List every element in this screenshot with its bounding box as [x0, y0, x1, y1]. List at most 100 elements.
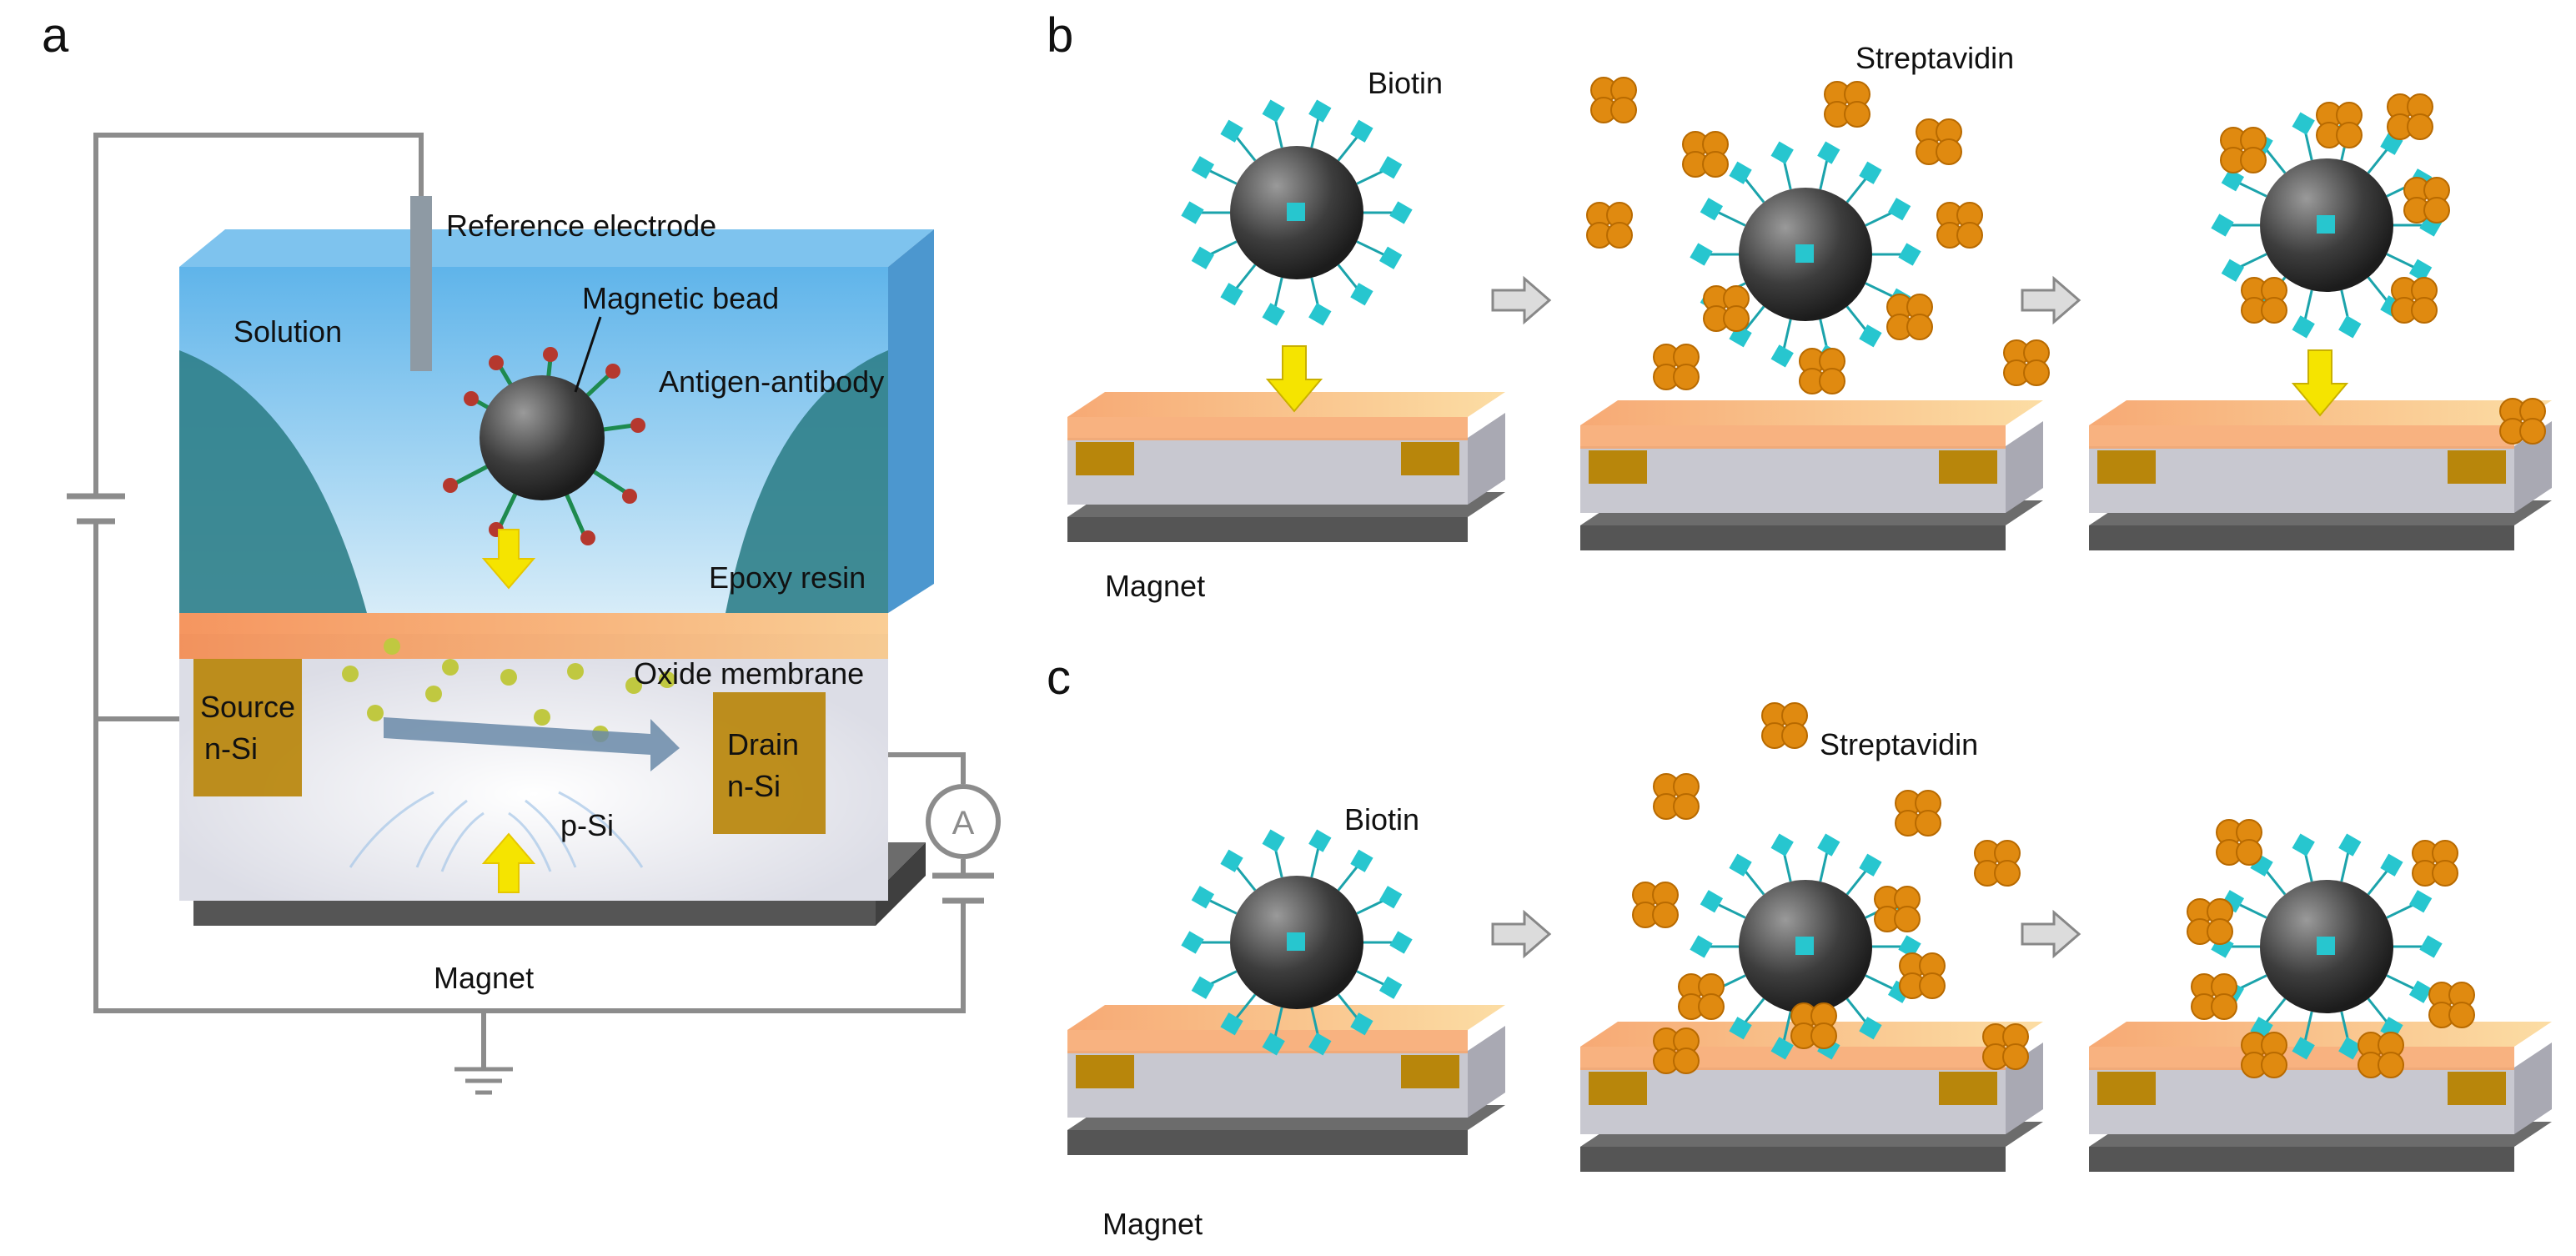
streptavidin-bound-c3: [2428, 982, 2475, 1028]
label-streptavidin-b: Streptavidin: [1855, 41, 2014, 75]
drain-electrode: [713, 692, 826, 834]
force-arrow-a-bottom: [481, 832, 536, 893]
chip-source-electrode: [1589, 450, 1647, 484]
biotin-cube: [1378, 976, 1403, 999]
biotin-cube: [1308, 303, 1332, 326]
biotin-cube: [1378, 156, 1403, 179]
battery-right-symbol: [932, 872, 994, 904]
panel-a: a A: [42, 8, 1001, 1095]
streptavidin-lobe: [1606, 222, 1633, 249]
biotin-cube: [1220, 283, 1243, 306]
biotin-cube: [1262, 829, 1285, 852]
chip-magnet-front: [1580, 525, 2006, 550]
biotin-cube: [1700, 890, 1724, 913]
biotin-cube: [2211, 214, 2234, 237]
biotin-cube: [2292, 315, 2315, 339]
biotin-cube: [1262, 1032, 1285, 1056]
chip-source-electrode: [1589, 1072, 1647, 1105]
biotin-cube: [1859, 161, 1882, 184]
streptavidin-lobe: [1936, 138, 1962, 165]
chip-magnet-front: [1580, 1147, 2006, 1172]
biotin-cube: [2419, 935, 2443, 958]
chip-silicon-side: [2006, 421, 2043, 513]
biotin-cube: [1308, 99, 1332, 123]
chip-silicon: [2089, 1068, 2514, 1134]
biotin-cube: [1191, 976, 1215, 999]
biotin-cube: [2380, 853, 2403, 877]
biotin-cube: [1817, 141, 1840, 164]
streptavidin-lobe: [1915, 810, 1941, 836]
streptavidin-free-b2: [1653, 344, 1700, 390]
chip-c1: [1067, 1005, 1505, 1155]
biotin-cube: [2221, 168, 2245, 192]
biotin-cube: [1181, 201, 1204, 224]
biotin-cube: [1770, 344, 1794, 368]
streptavidin-bound-c2: [1874, 886, 1921, 932]
force-arrow-b3: [2291, 349, 2349, 417]
chip-oxide-front: [2089, 425, 2514, 449]
chip-drain-electrode: [1939, 1072, 1997, 1105]
panel-c: c Biotin Streptavidin Magnet: [1047, 651, 1978, 1241]
streptavidin-lobe: [1781, 722, 1808, 749]
streptavidin-lobe: [2207, 918, 2233, 945]
label-drain: Drain: [727, 727, 799, 761]
chip-drain-electrode: [1401, 442, 1459, 475]
magnetic-bead-a: [443, 347, 645, 545]
streptavidin-lobe: [2236, 839, 2262, 866]
chip-oxide-front: [1067, 417, 1468, 440]
streptavidin-lobe: [1610, 97, 1637, 123]
label-reference-electrode: Reference electrode: [446, 208, 716, 243]
circuit-wires: [93, 133, 966, 1068]
streptavidin-lobe: [1652, 902, 1679, 928]
streptavidin-lobe: [1810, 1022, 1837, 1049]
streptavidin-lobe: [2002, 1043, 2029, 1070]
chip-silicon-side: [1468, 1026, 1505, 1118]
biotin-cube: [1287, 203, 1305, 221]
chip-source-electrode: [2097, 450, 2156, 484]
chip-silicon: [1580, 1068, 2006, 1134]
biotin-cube: [1287, 932, 1305, 951]
streptavidin-free-b2: [1916, 118, 1962, 165]
biotin-cube: [1191, 886, 1215, 909]
streptavidin-bound-c2: [1899, 952, 1946, 999]
streptavidin-bound-b3: [2499, 398, 2546, 445]
streptavidin-bound-c2: [1653, 1027, 1700, 1074]
streptavidin-lobe: [2336, 122, 2363, 148]
biotin-cube: [1389, 201, 1413, 224]
streptavidin-lobe: [2519, 418, 2546, 445]
streptavidin-lobe: [1844, 101, 1870, 128]
streptavidin-bound-c2: [1632, 882, 1679, 928]
chip-magnet-front: [2089, 1147, 2514, 1172]
streptavidin-free-b2: [1682, 131, 1729, 178]
biotin-cube: [1898, 243, 1921, 266]
streptavidin-lobe: [2211, 993, 2237, 1020]
streptavidin-lobe: [1723, 305, 1750, 332]
streptavidin-free-b2: [2003, 339, 2050, 386]
bead-b1: [1181, 99, 1413, 326]
chip-magnet-front: [1067, 1130, 1468, 1155]
biotin-cube: [1350, 849, 1373, 872]
biotin-cube: [2317, 937, 2335, 955]
biotin-cube: [2292, 1037, 2315, 1060]
biotin-cube: [2408, 980, 2433, 1003]
biotin-cube: [1389, 931, 1413, 954]
biotin-cube: [2221, 259, 2245, 282]
streptavidin-bound-c2: [1895, 790, 1941, 836]
streptavidin-free-b2: [1886, 294, 1933, 340]
biotin-cube: [1898, 935, 1921, 958]
ground-symbol: [454, 1067, 513, 1095]
streptavidin-free-b2: [1799, 348, 1845, 394]
streptavidin-bound-c2: [1653, 773, 1700, 820]
biotin-cube: [1795, 244, 1814, 263]
chip-silicon: [2089, 446, 2514, 513]
biotin-cube: [2338, 833, 2362, 857]
force-arrow-b1: [1265, 345, 1323, 413]
label-magnet-b: Magnet: [1105, 569, 1205, 603]
source-electrode: [193, 659, 302, 796]
streptavidin-lobe: [1673, 364, 1700, 390]
streptavidin-bound-c3: [2187, 898, 2233, 945]
label-magnetic-bead: Magnetic bead: [582, 281, 779, 315]
chip-silicon-side: [2514, 421, 2552, 513]
biotin-cube: [1700, 198, 1724, 221]
